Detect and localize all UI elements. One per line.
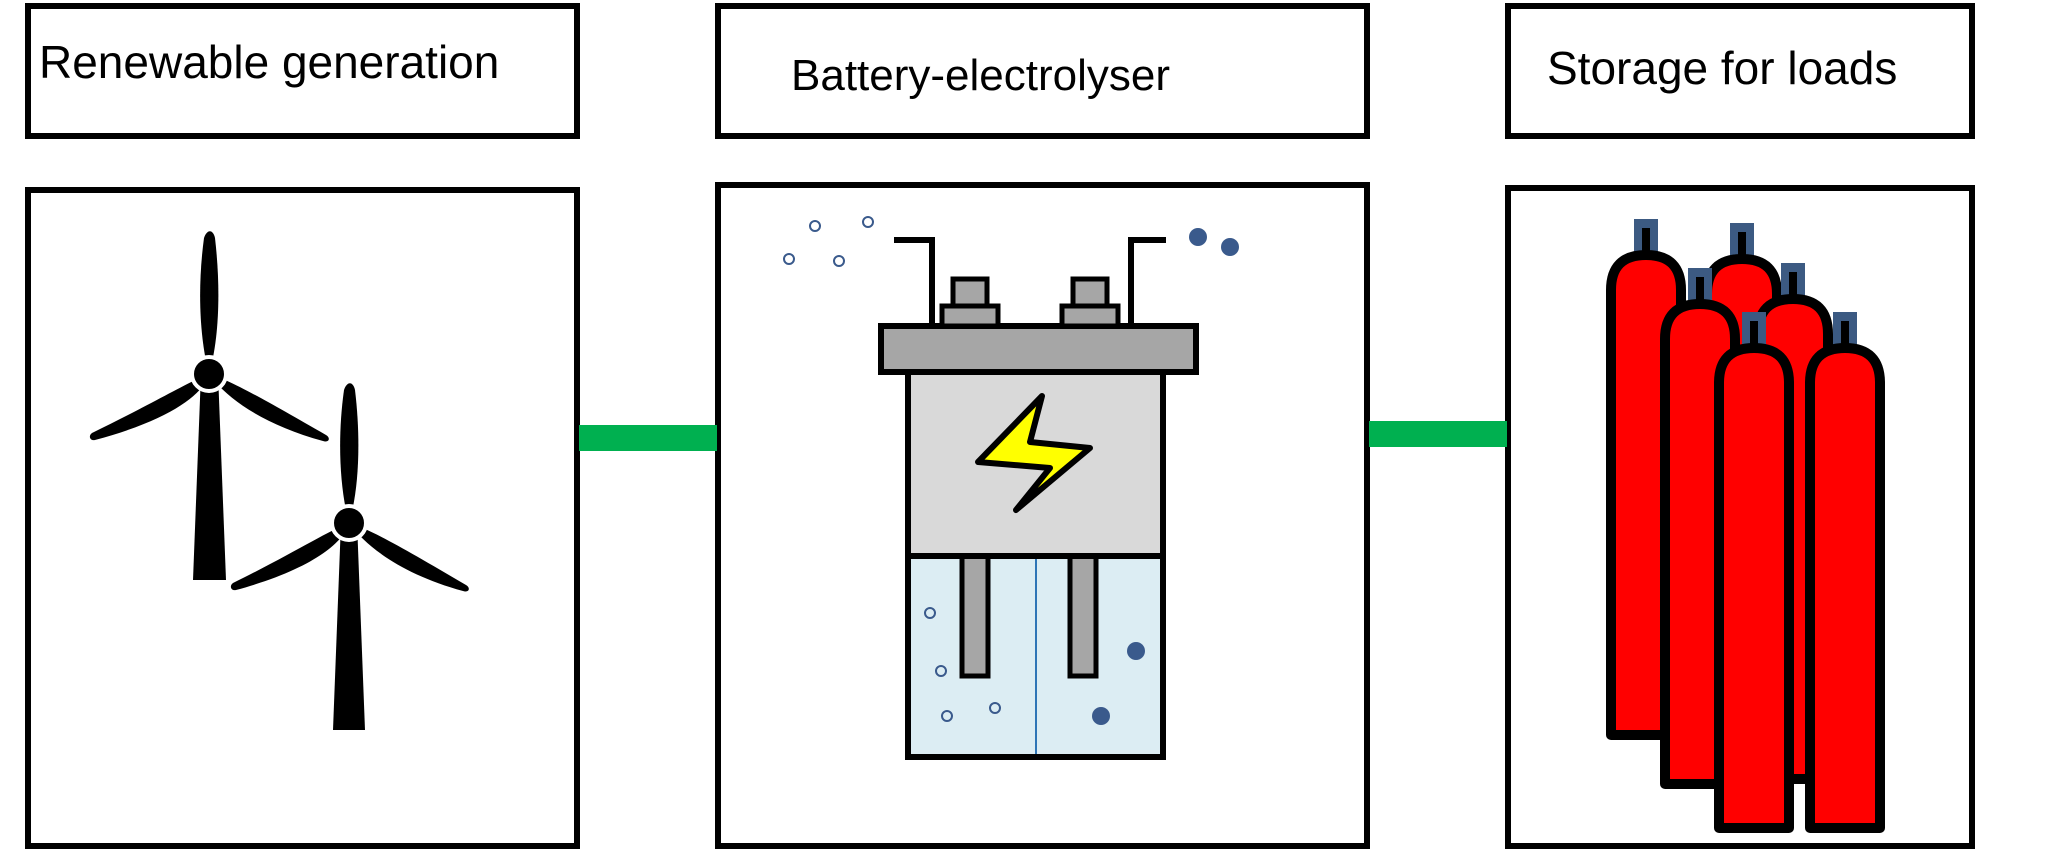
battery-electrolyser-title-box: Battery-electrolyser [715,3,1370,139]
storage-for-loads-title-box: Storage for loads [1505,3,1975,139]
renewable-generation-title: Renewable generation [39,36,500,88]
battery-lid [878,323,1199,375]
right-terminal-cap [1070,276,1110,309]
connector-generation-to-battery [579,425,717,451]
wind-turbine-2 [230,383,469,730]
battery-electrolyser-title: Battery-electrolyser [791,51,1171,100]
renewable-generation-panel [25,187,580,849]
left-electrode [959,552,991,679]
left-gas-outlet [894,237,935,326]
renewable-generation-title-box: Renewable generation [25,3,580,139]
left-terminal-cap [950,276,990,309]
gas-cylinder-6 [1719,313,1789,828]
connector-battery-to-storage [1369,421,1507,447]
lightning-bolt-icon [975,393,1093,513]
gas-cylinder-5 [1810,313,1880,828]
right-gas-outlet [1128,237,1166,326]
wind-turbine-1 [89,231,329,580]
gas-bubbles [783,216,1001,722]
gas-bubbles-filled [1092,228,1239,725]
storage-for-loads-title: Storage for loads [1547,42,1898,94]
